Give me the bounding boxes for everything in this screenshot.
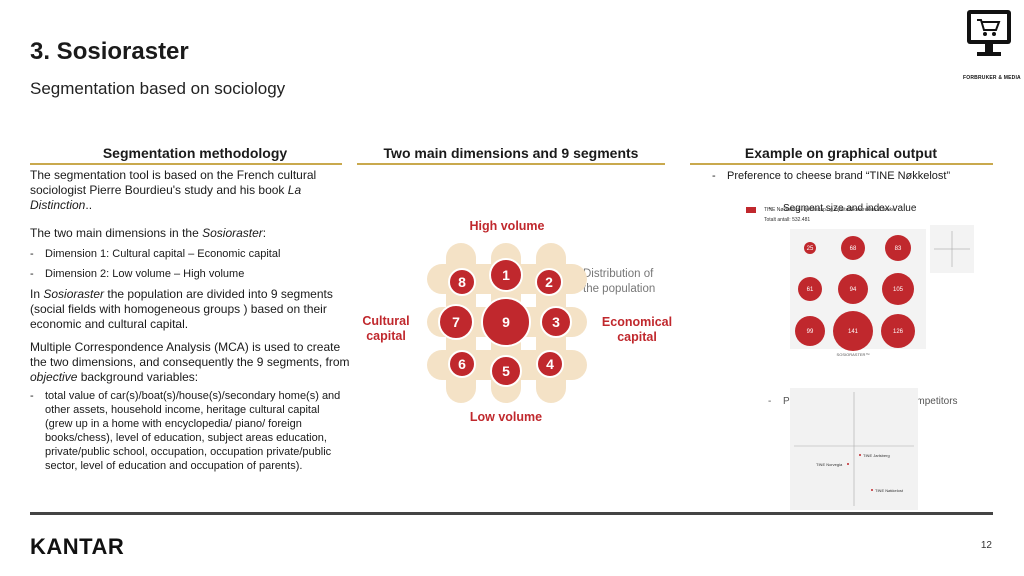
position-map-svg: TINE Jarlsberg TINE Norvegia TINE Nøkkel… (794, 392, 914, 506)
heading-methodology: Segmentation methodology (102, 145, 288, 161)
sosioraster-diagram: High volume Low volume Cultural capital … (357, 215, 672, 430)
label-low-volume: Low volume (469, 410, 543, 424)
legend-swatch (746, 207, 756, 213)
heading-rule-middle (357, 163, 665, 165)
bubble-2 (841, 236, 865, 260)
dimension-1: Dimension 1: Cultural capital – Economic… (30, 247, 350, 261)
bubble-value-9: 126 (893, 329, 904, 335)
bubbles (795, 235, 915, 351)
page-subtitle: Segmentation based on sociology (30, 79, 286, 98)
methodology-para-1: The segmentation tool is based on the Fr… (30, 168, 317, 212)
bubble-value-5: 94 (850, 287, 857, 293)
segment-label-4: 4 (546, 356, 554, 372)
right-bullet-preference: Preference to cheese brand “TINE Nøkkelo… (712, 169, 992, 183)
brand-point-2 (847, 463, 849, 465)
label-high-volume: High volume (469, 219, 545, 233)
segment-circle-3 (540, 306, 572, 338)
bubble-chart-svg: 25 68 83 61 94 105 99 141 126 SOSIORASTE… (790, 225, 974, 357)
page-title: 3. Sosioraster (30, 38, 189, 65)
brand-label-3: TINE Nøkkelost (875, 488, 904, 493)
bubble-1 (804, 242, 816, 254)
thumb-legend: TINE Nøkkelost - kjennskap og lojalitet.… (746, 205, 976, 225)
brand-label-1: TINE Jarlsberg (863, 453, 890, 458)
heading-rule-left (30, 163, 342, 165)
methodology-para-4: Multiple Correspondence Analysis (MCA) i… (30, 340, 350, 384)
methodology-para-2: The two main dimensions in the Sosiorast… (30, 226, 267, 240)
segment-label-9: 9 (502, 314, 510, 330)
logo-badge-text: FORBRUKER & MEDIA (963, 75, 1021, 81)
segment-circle-6 (448, 350, 476, 378)
kantar-logo: KANTAR (30, 534, 125, 559)
dimension-2: Dimension 2: Low volume – High volume (30, 267, 350, 281)
segment-circle-4 (536, 350, 564, 378)
bubble-4 (798, 277, 822, 301)
brand-point-3 (871, 489, 873, 491)
legend-text-2: Totalt antall: 532.481 (764, 217, 811, 223)
forbruker-media-logo: FORBRUKER & MEDIA (963, 8, 1021, 81)
label-distribution: Distribution of the population (583, 268, 656, 295)
methodology-para-3: In Sosioraster the population are divide… (30, 287, 333, 331)
background-variables: total value of car(s)/boat(s)/house(s)/s… (30, 389, 350, 473)
bubble-9 (881, 314, 915, 348)
segment-label-7: 7 (452, 314, 460, 330)
segment-label-8: 8 (458, 274, 466, 290)
segment-circle-7 (438, 304, 474, 340)
page-number: 12 (980, 540, 992, 551)
bubble-8 (833, 311, 873, 351)
heading-dimensions: Two main dimensions and 9 segments (383, 145, 639, 161)
label-economical-capital: Economical capital (601, 315, 673, 344)
bubble-value-2: 68 (850, 246, 857, 252)
segment-circle-2 (535, 268, 563, 296)
segment-label-3: 3 (552, 314, 560, 330)
heading-example: Example on graphical output (744, 145, 938, 161)
inset-axes (934, 231, 970, 267)
bubble-7 (795, 316, 825, 346)
bubble-5 (838, 274, 868, 304)
bubble-3 (885, 235, 911, 261)
segment-circle-5 (490, 355, 522, 387)
bubble-chart-caption: SOSIORASTER™ (837, 352, 870, 357)
label-cultural-capital: Cultural capital (362, 314, 410, 343)
brand-label-2: TINE Norvegia (816, 462, 843, 467)
segment-label-2: 2 (545, 274, 553, 290)
bubble-value-4: 61 (807, 287, 814, 293)
right-bullet-segment-size: Segment size and index value (768, 203, 988, 214)
bubble-value-3: 83 (895, 246, 902, 252)
methodology-text: The segmentation tool is based on the Fr… (30, 168, 350, 473)
monitor-cart-icon (967, 10, 1011, 56)
segment-circle-8 (448, 268, 476, 296)
segment-circle-9 (481, 297, 531, 347)
bubble-value-7: 99 (807, 329, 814, 335)
footer-rule (30, 512, 993, 515)
bubble-value-1: 25 (807, 246, 814, 252)
bubble-chart-thumbnail: TINE Nøkkelost - kjennskap og lojalitet.… (746, 205, 976, 357)
legend-text-1: TINE Nøkkelost - kjennskap og lojalitet.… (764, 207, 895, 213)
bubble-value-6: 105 (893, 287, 904, 293)
bubble-6 (882, 273, 914, 305)
bubble-value-8: 141 (848, 329, 859, 335)
segment-label-1: 1 (502, 267, 510, 283)
segment-label-5: 5 (502, 363, 510, 379)
segment-label-6: 6 (458, 356, 466, 372)
brand-point-1 (859, 454, 861, 456)
position-map-thumbnail: TINE Jarlsberg TINE Norvegia TINE Nøkkel… (790, 388, 918, 510)
heading-rule-right (690, 163, 993, 165)
segment-circles (438, 258, 572, 387)
segment-grid-svg: 1 2 3 4 5 6 7 8 9 (427, 243, 587, 403)
segment-circle-1 (489, 258, 523, 292)
